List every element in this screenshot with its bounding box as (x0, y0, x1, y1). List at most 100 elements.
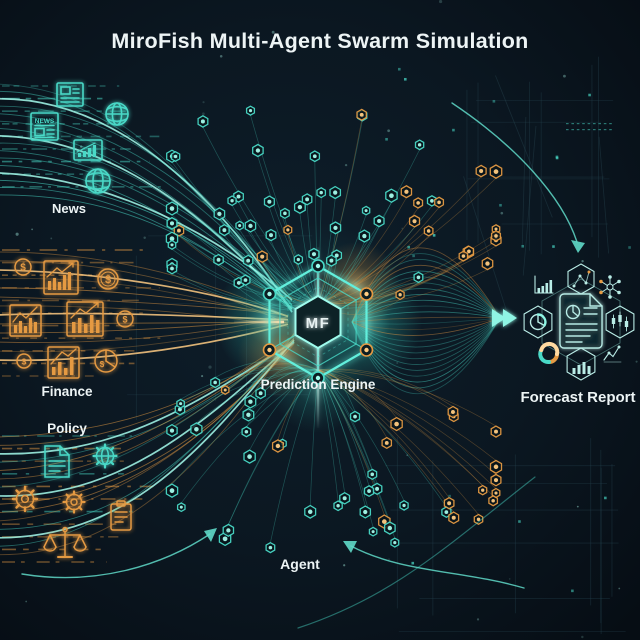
swarm-node (255, 387, 266, 400)
swarm-node (413, 271, 424, 284)
swarm-node (383, 521, 396, 535)
donut-chart-icon (538, 341, 560, 365)
swarm-node (263, 195, 275, 209)
prediction-engine-hexagon: MF (262, 259, 374, 385)
swarm-node (283, 224, 293, 236)
swarm-node (242, 254, 254, 267)
scales-icon (43, 526, 87, 558)
swarm-node (473, 513, 484, 525)
swarm-node (219, 223, 230, 237)
swarm-node (489, 459, 503, 474)
globe-icon (85, 168, 111, 194)
swarm-node (243, 449, 256, 464)
svg-text:$: $ (22, 358, 27, 367)
swarm-node (463, 245, 475, 258)
dollar-coin-icon: $ (97, 268, 119, 290)
agent-label: Agent (280, 556, 320, 572)
arrow-agent (350, 545, 525, 589)
swarm-node (227, 195, 237, 207)
swarm-node (333, 500, 343, 512)
swarm-node (167, 239, 177, 250)
swarm-node (304, 504, 317, 519)
swarm-node (373, 214, 385, 228)
swarm-bottom-nodes (165, 376, 503, 554)
pie-chart-icon (523, 305, 553, 339)
swarm-node (220, 385, 230, 395)
swarm-node (242, 407, 255, 422)
swarm-node (339, 491, 351, 505)
swarm-node (371, 482, 383, 496)
finance-source-group: $ $ (9, 258, 134, 379)
swarm-node (308, 247, 320, 261)
dollar-coin-icon: $ (16, 353, 32, 369)
sweep-curve (297, 476, 536, 629)
swarm-node (279, 207, 290, 220)
swarm-node (385, 188, 398, 203)
engine-logo: MF (306, 315, 331, 332)
swarm-node (222, 523, 235, 537)
swarm-node (197, 115, 209, 128)
swarm-node (240, 274, 251, 286)
bar-chart-icon (73, 139, 103, 161)
prediction-engine-label: Prediction Engine (261, 377, 376, 392)
news-source-group (30, 82, 129, 194)
clipboard-icon (110, 500, 132, 531)
swarm-node (390, 537, 400, 548)
cluster-ring (541, 278, 621, 366)
swarm-node (165, 201, 179, 216)
swarm-node (368, 526, 378, 537)
swarm-node (213, 207, 226, 221)
dollar-coin-icon: $ (14, 258, 32, 276)
policy-source-group (11, 443, 132, 558)
swarm-node (293, 254, 304, 265)
dollar-coin-icon: $ (116, 310, 134, 328)
swarm-node (423, 225, 434, 237)
swarm-node (190, 422, 203, 437)
growth-chart-icon (66, 301, 104, 337)
swarm-node (316, 187, 327, 199)
swarm-node (176, 502, 186, 513)
news-frontpage-icon (30, 112, 59, 141)
swarm-node (490, 230, 502, 242)
swarm-node (490, 425, 502, 438)
network-icon (599, 275, 621, 299)
news-label: News (52, 201, 86, 216)
fan-to-report-lines (351, 247, 501, 394)
swarm-node (326, 254, 337, 267)
swarm-node (390, 416, 403, 432)
globe-icon (105, 102, 129, 126)
swarm-node (481, 256, 494, 271)
document-icon (44, 445, 70, 478)
swarm-node (475, 164, 487, 178)
swarm-node (166, 262, 178, 275)
swarm-node (489, 164, 503, 179)
swarm-node (434, 196, 445, 209)
swarm-node (265, 541, 276, 554)
swarm-node (408, 214, 421, 228)
swarm-node (244, 394, 257, 409)
line-chart-icon (603, 345, 622, 363)
finance-label: Finance (41, 384, 93, 399)
swarm-node (235, 220, 244, 231)
swarm-node (488, 495, 499, 507)
swarm-node (301, 193, 313, 206)
svg-text:$: $ (122, 315, 127, 325)
swarm-node (271, 439, 284, 453)
swarm-node (447, 405, 459, 419)
swarm-node (166, 216, 178, 230)
swarm-node (356, 108, 367, 121)
swarm-node (358, 229, 371, 243)
bar-chart-icon (9, 304, 42, 337)
swarm-node (165, 483, 179, 498)
pie-dollar-icon: $ (94, 349, 118, 373)
growth-chart-icon (43, 260, 79, 295)
swarm-node (349, 410, 361, 423)
swarm-node (458, 250, 469, 262)
gear-globe-icon (92, 443, 118, 469)
newspaper-icon (56, 82, 84, 107)
swarm-node (478, 484, 488, 496)
svg-text:$: $ (100, 360, 105, 369)
swarm-node (399, 499, 409, 511)
swarm-node (176, 398, 185, 409)
